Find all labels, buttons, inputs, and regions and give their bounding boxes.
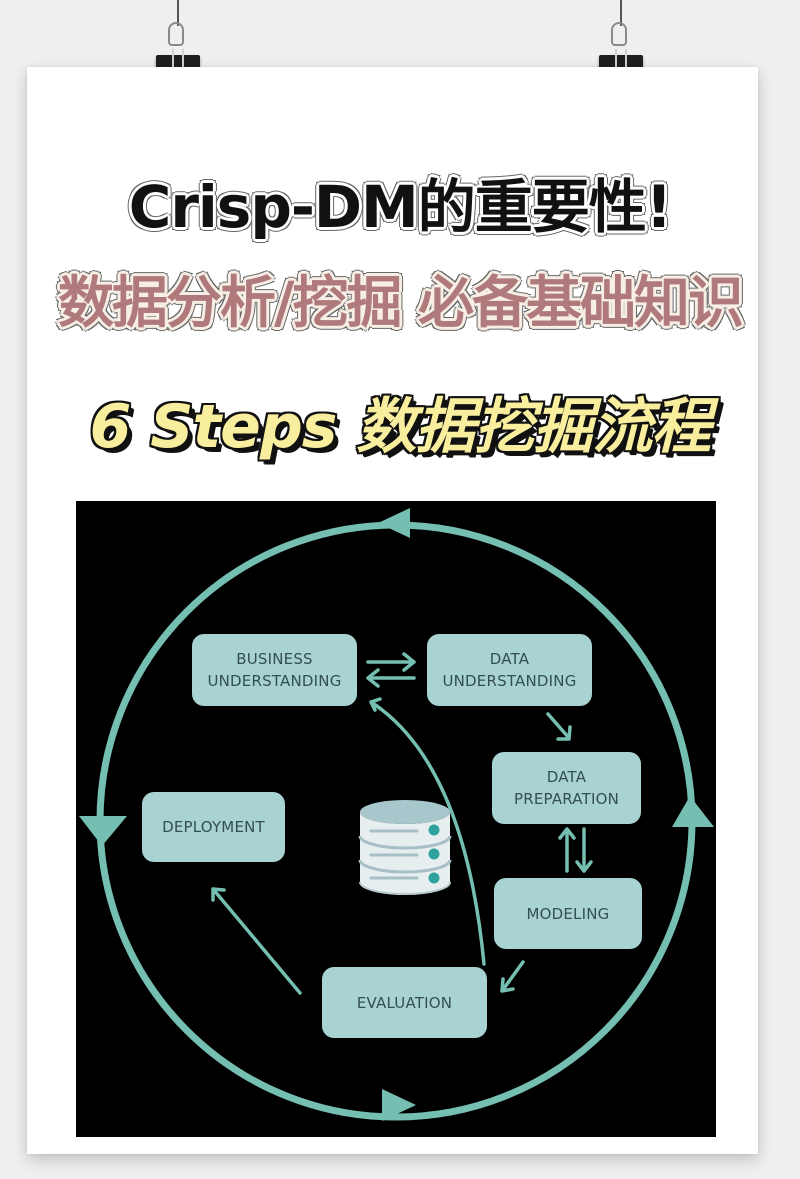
crisp-dm-diagram: BUSINESS UNDERSTANDING DATA UNDERSTANDIN…: [76, 501, 716, 1137]
step-label-line1: MODELING: [526, 904, 610, 923]
step-data-preparation: DATA PREPARATION: [492, 752, 641, 824]
database-icon: [358, 800, 452, 895]
diagram-arrows: [79, 508, 714, 1121]
arrow-eval-to-deploy: [211, 887, 302, 995]
cycle-arrowhead-right-icon: [672, 796, 714, 827]
step-evaluation: EVALUATION: [322, 967, 487, 1038]
hanging-string-right: [620, 0, 622, 26]
step-label-line2: PREPARATION: [513, 790, 620, 808]
arrow-mod-to-dp: [558, 827, 576, 873]
arrow-mod-to-eval: [500, 960, 525, 993]
step-modeling: MODELING: [494, 878, 642, 949]
hanging-string-left: [177, 0, 179, 26]
arrow-du-to-dp: [546, 712, 572, 741]
poster-steps-heading: 6 Steps 数据挖掘流程: [89, 392, 712, 462]
arrow-bu-to-du: [366, 652, 416, 672]
step-business-understanding: BUSINESS UNDERSTANDING: [192, 634, 357, 706]
step-label-line1: DATA: [546, 768, 587, 786]
step-label-line2: UNDERSTANDING: [207, 672, 342, 690]
cycle-arrowhead-bottom-icon: [382, 1089, 416, 1121]
step-label-line1: DATA: [489, 650, 530, 668]
arrow-du-to-bu: [366, 668, 416, 688]
arrow-dp-to-mod: [575, 827, 593, 873]
step-label-line2: UNDERSTANDING: [442, 672, 577, 690]
cycle-arrowhead-top-icon: [378, 508, 410, 538]
step-label-line1: EVALUATION: [356, 993, 453, 1012]
poster-title: Crisp-DM的重要性!: [128, 173, 672, 241]
poster-subtitle: 数据分析/挖掘 必备基础知识: [58, 271, 744, 336]
step-label-line1: DEPLOYMENT: [162, 818, 265, 836]
step-deployment: DEPLOYMENT: [142, 792, 285, 862]
arrow-eval-to-bu: [369, 697, 486, 966]
cycle-arrowhead-left-icon: [79, 816, 127, 846]
step-label-line1: BUSINESS: [236, 650, 313, 668]
step-data-understanding: DATA UNDERSTANDING: [427, 634, 592, 706]
